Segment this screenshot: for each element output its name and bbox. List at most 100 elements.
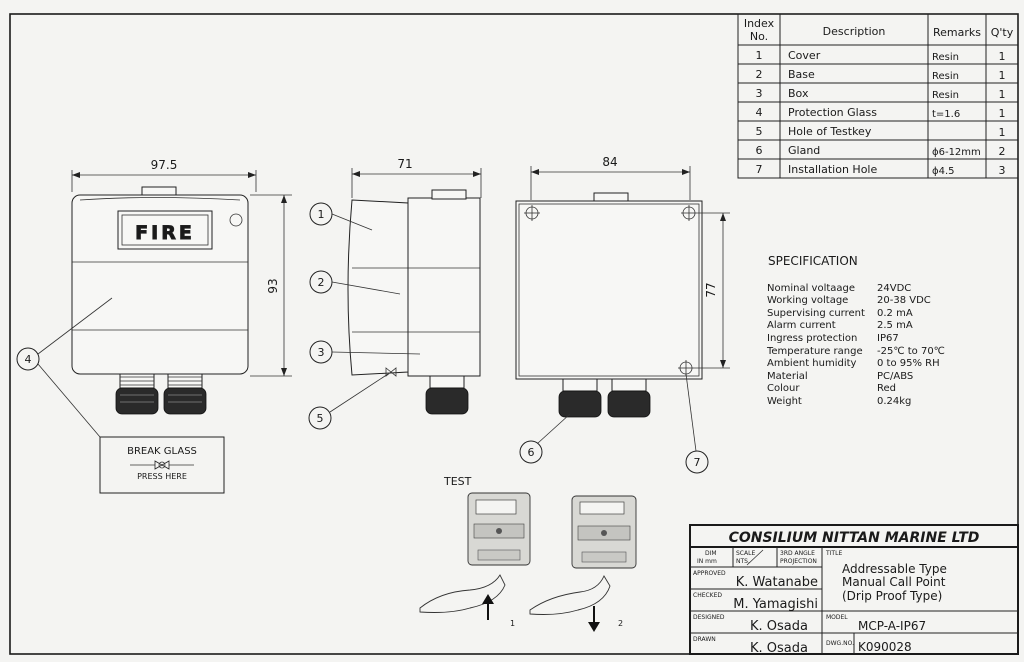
checked-name: M. Yamagishi xyxy=(733,597,818,612)
spec-label: Material xyxy=(767,371,808,382)
row-description: Protection Glass xyxy=(788,106,877,119)
spec-label: Temperature range xyxy=(766,346,863,357)
row-qty: 1 xyxy=(999,107,1006,120)
spec-value: 0.2 mA xyxy=(877,308,913,319)
spec-label: Supervising current xyxy=(767,308,865,319)
scale-label: SCALE xyxy=(736,550,755,557)
row-remarks: t=1.6 xyxy=(932,109,960,120)
row-index: 5 xyxy=(756,125,763,138)
test-step-1-label: 1 xyxy=(510,619,515,628)
test-hand-icon xyxy=(419,574,506,613)
test-illustration: TEST 1 2 xyxy=(419,475,637,632)
dim-back-width: 84 xyxy=(602,155,617,169)
table-row: 7 Installation Hole ϕ4.5 3 xyxy=(756,163,1006,177)
callout-1-label: 1 xyxy=(318,208,325,221)
row-qty: 3 xyxy=(999,164,1006,177)
row-description: Cover xyxy=(788,49,821,62)
table-row: 5 Hole of Testkey 1 xyxy=(756,125,1006,139)
callout-4 xyxy=(16,347,40,371)
gland-icon xyxy=(115,387,159,415)
spec-value: IP67 xyxy=(877,333,899,344)
table-header-description: Description xyxy=(823,25,886,38)
title-label: TITLE xyxy=(825,550,842,557)
row-remarks: Resin xyxy=(932,71,959,82)
parts-table: Index No. Description Remarks Q'ty 1 Cov… xyxy=(737,13,1019,179)
installation-hole-icon xyxy=(681,205,697,221)
spec-value: 2.5 mA xyxy=(877,320,913,331)
spec-value: 20-38 VDC xyxy=(877,295,931,306)
table-row: 2 Base Resin 1 xyxy=(756,68,1006,82)
table-header-index-line2: No. xyxy=(750,30,768,43)
spec-row: Supervising current 0.2 mA xyxy=(767,308,913,319)
table-header-qty: Q'ty xyxy=(991,26,1014,39)
fire-label: FIRE xyxy=(135,222,195,244)
table-row: 6 Gland ϕ6-12mm 2 xyxy=(756,144,1006,158)
callout-5-label: 5 xyxy=(317,412,324,425)
title-block: CONSILIUM NITTAN MARINE LTD DIM IN mm SC… xyxy=(689,524,1019,656)
gland-icon xyxy=(425,387,469,415)
test-key-hole-icon xyxy=(229,213,243,227)
spec-label: Working voltage xyxy=(767,295,848,306)
spec-row: Ingress protection IP67 xyxy=(767,333,899,344)
approved-name: K. Watanabe xyxy=(736,575,818,590)
callout-2-label: 2 xyxy=(318,276,325,289)
testkey-marker-icon xyxy=(385,367,397,377)
spec-label: Ambient humidity xyxy=(767,358,857,369)
table-row: 3 Box Resin 1 xyxy=(756,87,1006,101)
side-view: 71 1 2 3 5 xyxy=(308,157,482,430)
row-remarks: ϕ6-12mm xyxy=(932,147,981,158)
approved-label: APPROVED xyxy=(693,570,726,577)
callout-7-label: 7 xyxy=(694,456,701,469)
gland-icon xyxy=(558,390,602,418)
drawn-label: DRAWN xyxy=(693,636,716,643)
dim-label: DIM xyxy=(705,550,717,557)
callout-4-label: 4 xyxy=(25,353,32,366)
test-step-1-device-icon xyxy=(467,492,531,566)
checked-label: CHECKED xyxy=(693,592,722,599)
row-remarks: Resin xyxy=(932,90,959,101)
spec-label: Ingress protection xyxy=(767,333,857,344)
row-qty: 2 xyxy=(999,145,1006,158)
callout-3-label: 3 xyxy=(318,346,325,359)
drawing-title-line1: Addressable Type xyxy=(842,562,947,576)
spec-label: Weight xyxy=(767,396,802,407)
spec-label: Colour xyxy=(767,383,800,394)
drawing-title-line2: Manual Call Point xyxy=(842,575,946,589)
table-row: 4 Protection Glass t=1.6 1 xyxy=(756,106,1006,120)
break-glass-label xyxy=(99,436,225,494)
break-glass-title: BREAK GLASS xyxy=(127,446,197,457)
front-view: 97.5 FIRE 93 4 BREAK GLASS xyxy=(16,158,292,494)
table-row: 1 Cover Resin 1 xyxy=(756,49,1006,63)
projection-line1: 3RD ANGLE xyxy=(780,550,815,557)
callout-6-label: 6 xyxy=(528,446,535,459)
drawn-name: K. Osada xyxy=(750,641,808,656)
scale-value: NTS. xyxy=(736,558,750,565)
dim-front-height: 93 xyxy=(266,278,280,293)
spec-row: Working voltage 20-38 VDC xyxy=(767,295,931,306)
press-here-text: PRESS HERE xyxy=(137,472,187,481)
spec-label: Nominal voltaage xyxy=(767,283,855,294)
table-header-index-line1: Index xyxy=(744,17,775,30)
gland-icon xyxy=(607,390,651,418)
row-remarks: ϕ4.5 xyxy=(932,166,955,177)
row-qty: 1 xyxy=(999,88,1006,101)
row-index: 6 xyxy=(756,144,763,157)
callout-6 xyxy=(519,440,543,464)
company-name: CONSILIUM NITTAN MARINE LTD xyxy=(729,530,980,546)
row-description: Box xyxy=(788,87,809,100)
designed-label: DESIGNED xyxy=(693,614,725,621)
row-qty: 1 xyxy=(999,50,1006,63)
sheet-border xyxy=(9,13,1019,655)
spec-value: -25℃ to 70℃ xyxy=(877,346,945,357)
dwg-label: DWG.NO. xyxy=(826,640,854,647)
row-qty: 1 xyxy=(999,69,1006,82)
row-index: 1 xyxy=(756,49,763,62)
callout-7 xyxy=(685,450,709,474)
